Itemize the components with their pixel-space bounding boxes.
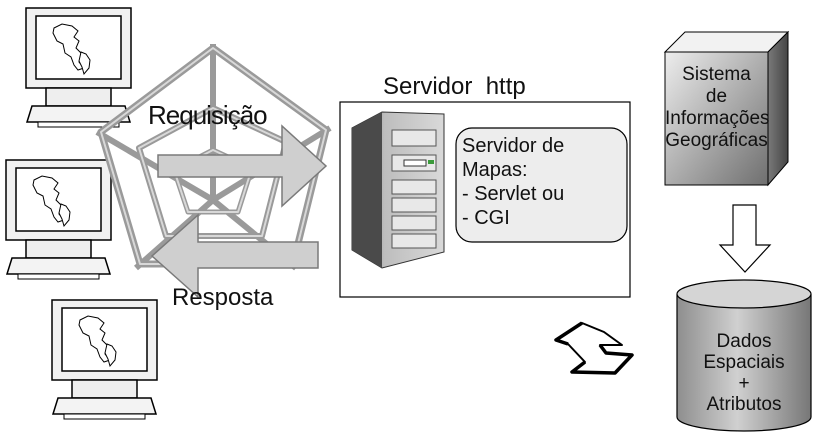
- client-computer-3: [51, 299, 158, 420]
- down-arrow: [718, 204, 772, 273]
- map-server-line-4: - CGI: [462, 207, 510, 229]
- request-arrow: [157, 124, 328, 208]
- map-server-line-1: Servidor de: [462, 135, 565, 157]
- map-server-text: Servidor de Mapas: - Servlet ou - CGI: [462, 134, 564, 230]
- request-label: Requisição: [148, 100, 268, 130]
- database-line-1: Dados: [716, 331, 772, 352]
- client-computer-2: [5, 159, 112, 280]
- map-server-line-2: Mapas:: [462, 159, 528, 181]
- gis-line-2: de: [705, 86, 728, 107]
- return-arrow: [554, 321, 634, 375]
- database-text: Dados Espaciais + Atributos: [677, 331, 811, 415]
- client-computer-1: [25, 7, 132, 128]
- gis-line-3: Informações: [665, 108, 770, 129]
- response-arrow: [150, 213, 319, 299]
- map-server-line-3: - Servlet ou: [462, 183, 565, 205]
- response-label: Resposta: [172, 284, 274, 311]
- database-line-3: +: [738, 373, 750, 394]
- gis-box: [663, 30, 790, 187]
- database-line-2: Espaciais: [703, 352, 785, 373]
- gis-text: Sistema de Informações Geográficas: [665, 64, 770, 152]
- http-server-title: Servidor http: [383, 73, 526, 100]
- gis-line-1: Sistema: [682, 64, 751, 85]
- map-server-box: [455, 127, 628, 243]
- database-cylinder: [676, 279, 812, 432]
- server-tower-icon: [351, 111, 445, 269]
- gis-line-4: Geográficas: [665, 130, 768, 151]
- database-line-4: Atributos: [706, 394, 782, 415]
